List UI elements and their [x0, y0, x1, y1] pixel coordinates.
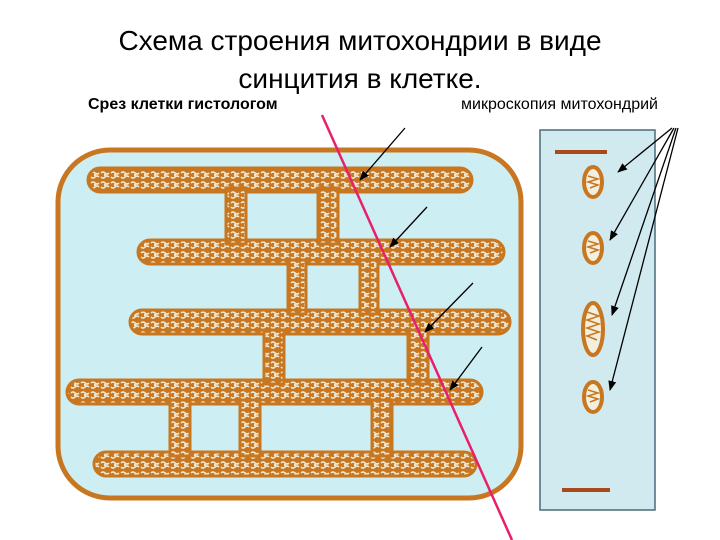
arrow-icon: [617, 127, 673, 173]
microscopy-arrows: [608, 127, 679, 391]
diagram-title: Схема строения митохондрии в виде синцит…: [40, 22, 680, 98]
section-line: [320, 114, 514, 540]
title-line-1: Схема строения митохондрии в виде: [118, 25, 602, 56]
mitochondrial-network: [65, 166, 512, 478]
network-connector: [238, 398, 262, 458]
mitochondrion-icon: [582, 231, 604, 265]
network-strand-5: [92, 450, 478, 478]
arrow-icon: [611, 127, 677, 316]
network-connector: [406, 328, 430, 386]
network-connector: [358, 258, 380, 316]
panel-bar-top: [555, 150, 607, 154]
title-line-2: синцития в клетке.: [238, 63, 482, 94]
network-strand-1: [86, 166, 474, 194]
arrow-icon: [608, 127, 679, 391]
mitochondrion-icon: [582, 165, 604, 199]
arrow-icon: [359, 127, 406, 181]
arrow-icon: [424, 282, 474, 333]
network-connector: [370, 398, 394, 458]
panel-bar-bottom: [562, 488, 610, 492]
network-connector: [262, 328, 286, 386]
arrow-icon: [389, 206, 428, 248]
microscopy-label: микроскопия митохондрий: [461, 96, 658, 113]
mitochondrion-icon: [581, 301, 605, 357]
network-strand-3: [128, 308, 512, 336]
network-connector: [224, 186, 248, 246]
section-cut-label: Срез клетки гистологом: [88, 96, 278, 113]
arrow-icon: [449, 346, 483, 391]
network-connector: [316, 186, 340, 246]
section-arrows: [359, 127, 483, 391]
network-connector: [168, 398, 192, 458]
arrow-icon: [609, 127, 675, 241]
mitochondrion-icon: [582, 380, 604, 414]
network-connector: [286, 258, 308, 316]
